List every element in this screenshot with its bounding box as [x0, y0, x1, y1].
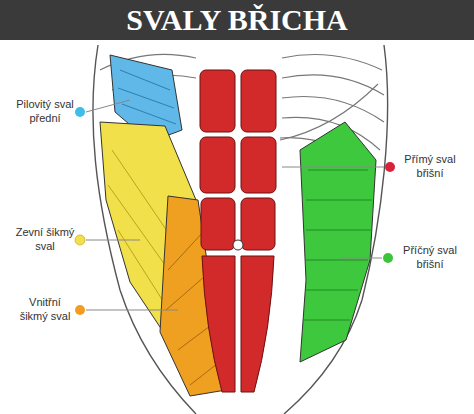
callout-label: Vnitřní šikmý sval [14, 296, 76, 324]
title: SVALY BŘICHA [0, 0, 474, 40]
navel [233, 240, 243, 250]
body-outline [93, 45, 388, 414]
callout-label: Zevní šikmý sval [14, 226, 76, 254]
callout-dots [75, 107, 395, 315]
transversus-abdominis [300, 122, 376, 362]
callout-label: Přímý sval břišní [398, 153, 462, 181]
rectus-abdominis [200, 70, 276, 392]
callout-label: Příčný sval břišní [398, 244, 462, 272]
leader-lines [86, 100, 384, 310]
callout-label: Pilovitý sval přední [14, 98, 76, 126]
title-banner [0, 0, 474, 40]
